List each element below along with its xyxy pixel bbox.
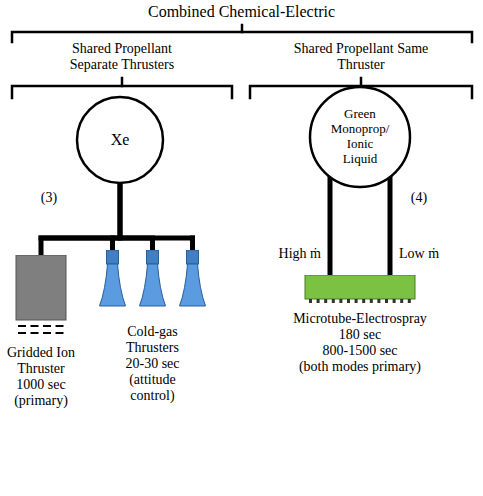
feed-line (120, 184, 153, 250)
emitter-tip (370, 299, 373, 303)
emitter-tip (385, 299, 388, 303)
ion-thruster: Gridded Ion Thruster1000 sec (primary) (1, 255, 81, 409)
node-heading: Gridded Ion Thruster (2, 345, 80, 377)
node-heading: Xe (85, 131, 155, 149)
node-detail: 800-1500 sec (280, 343, 440, 359)
flow-label: High ṁ (277, 246, 323, 262)
emitter-tip (400, 299, 403, 303)
emitter-tip (362, 299, 365, 303)
nozzle-valve (147, 250, 159, 264)
node-heading: Cold-gas Thrusters (114, 324, 192, 356)
spray-outline (280, 275, 440, 311)
grid-dash (43, 325, 51, 327)
cold-gas-nozzle (140, 250, 166, 306)
nozzle-valve (187, 250, 199, 264)
tank-outline (77, 97, 163, 183)
emitter-tip (324, 299, 327, 303)
grid-dash (31, 325, 39, 327)
group-heading: Shared Propellant Separate Thrusters (52, 41, 192, 73)
grid-dash (56, 332, 64, 334)
emitter-tip (408, 299, 411, 303)
electrospray-thruster: Microtube-Electrospray180 sec800-1500 se… (280, 275, 440, 375)
grid-dash (56, 325, 64, 327)
nozzle-bell (100, 264, 126, 306)
emitter-tip (355, 299, 358, 303)
node-detail: 180 sec (280, 327, 440, 343)
grid-dash (43, 332, 51, 334)
grid-dash (18, 332, 26, 334)
cold-gas-nozzle (100, 250, 126, 306)
node-detail: 20-30 sec (attitude control) (114, 356, 192, 404)
feed-line (328, 176, 333, 275)
grid-dash (31, 332, 39, 334)
emitter-block (305, 275, 415, 299)
feed-line (388, 176, 393, 275)
callout-number: (4) (404, 190, 434, 206)
node-heading: Microtube-Electrospray (280, 311, 440, 327)
emitter-tip (393, 299, 396, 303)
ion-outline (1, 255, 81, 345)
emitter-tip (347, 299, 350, 303)
emitter-tip (332, 299, 335, 303)
flow-label: Low ṁ (397, 246, 441, 262)
cold-gas-thrusters: Cold-gas Thrusters20-30 sec (attitude co… (95, 250, 210, 404)
tank-label-area: Green Monoprop/ Ionic Liquid (308, 85, 412, 189)
thruster-body (16, 255, 66, 320)
node-detail: (both modes primary) (280, 359, 440, 375)
emitter-tip (339, 299, 342, 303)
emitter-tip (377, 299, 380, 303)
tank-label-area: Xe (75, 95, 165, 185)
top-bracket (12, 32, 472, 42)
callout-number: (3) (34, 190, 64, 206)
tank-circle: Green Monoprop/ Ionic Liquid (308, 85, 412, 189)
emitter-tip (317, 299, 320, 303)
emitter-tip (309, 299, 312, 303)
top-bracket-tick (241, 25, 244, 32)
nozzle-valve (107, 250, 119, 264)
cold-outline (95, 250, 210, 324)
group-heading: Shared Propellant Same Thruster (291, 41, 431, 73)
nozzle-bell (180, 264, 206, 306)
diagram-title: Combined Chemical-Electric (0, 3, 483, 21)
right-bracket-tick (360, 78, 363, 86)
grid-dash (18, 325, 26, 327)
tank-outline (310, 87, 410, 187)
cold-gas-nozzle (180, 250, 206, 306)
node-heading: Green Monoprop/ Ionic Liquid (329, 107, 391, 167)
manifold-branch (190, 238, 195, 250)
left-bracket-tick (121, 78, 124, 86)
node-detail: 1000 sec (primary) (2, 377, 80, 409)
nozzle-bell (140, 264, 166, 306)
tank-circle: Xe (75, 95, 165, 185)
